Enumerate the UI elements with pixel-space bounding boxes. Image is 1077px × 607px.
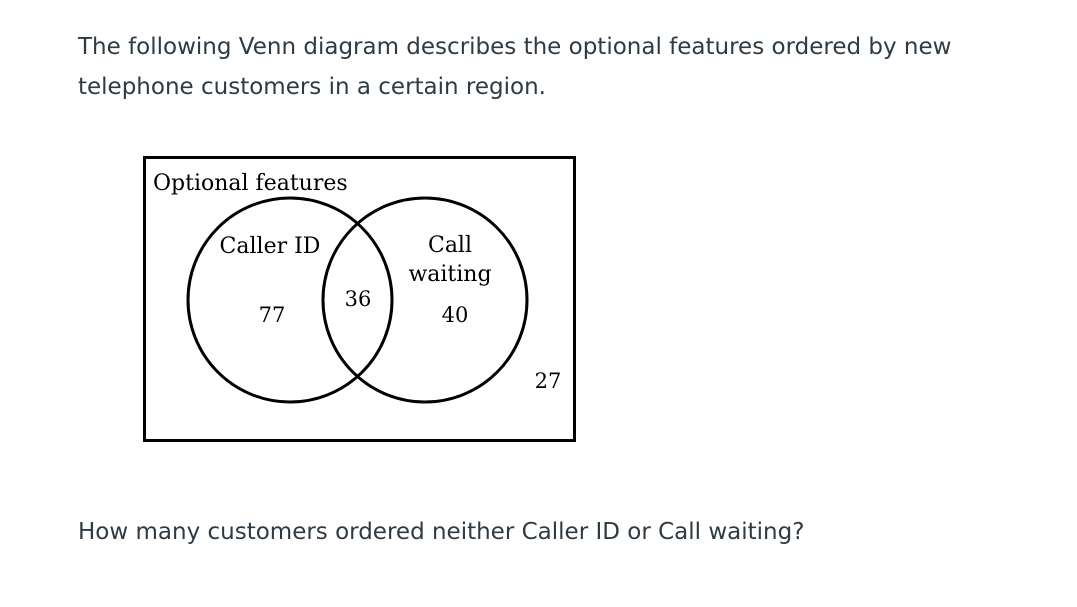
question-text: How many customers ordered neither Calle… (78, 519, 805, 545)
outside-count: 27 (535, 369, 562, 393)
call-waiting-only-count: 40 (442, 303, 469, 327)
caller-id-only-count: 77 (259, 303, 286, 327)
intersection-count: 36 (345, 287, 372, 311)
call-waiting-label-line2: waiting (408, 262, 491, 287)
caller-id-circle (186, 196, 394, 404)
call-waiting-circle (321, 196, 529, 404)
intro-text: The following Venn diagram describes the… (78, 34, 952, 100)
call-waiting-label-line1: Call (428, 233, 472, 258)
venn-frame (143, 156, 576, 442)
venn-title: Optional features (153, 171, 348, 196)
caller-id-label: Caller ID (220, 234, 321, 259)
